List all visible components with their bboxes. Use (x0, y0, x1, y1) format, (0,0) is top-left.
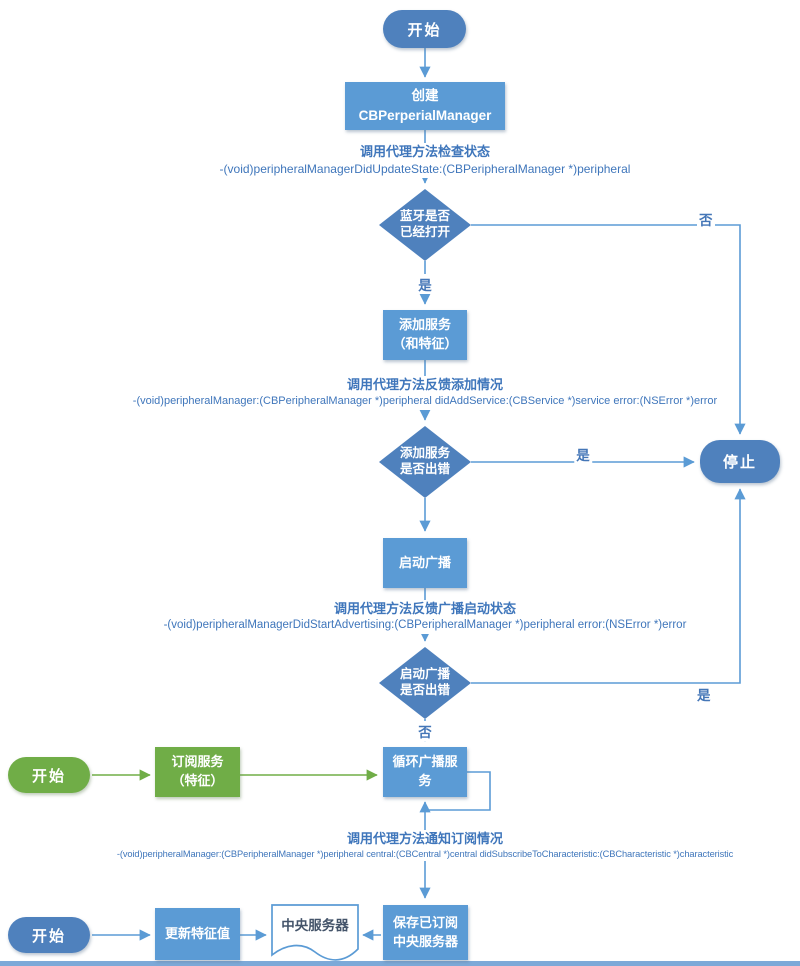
terminator-start-update: 开始 (8, 917, 90, 953)
node-label: 蓝牙是否 已经打开 (399, 209, 450, 239)
edge-label-yes: 是 (695, 684, 713, 704)
node-label: 开始 (31, 767, 66, 785)
annotation-code: -(void)peripheralManager:(CBPeripheralMa… (116, 848, 734, 859)
annotation-check-state: 调用代理方法检查状态 -(void)peripheralManagerDidUp… (214, 143, 636, 179)
connector-decision3-yes-to-stop (471, 488, 746, 684)
process-create-manager: 创建 CBPerperialManager (345, 82, 505, 130)
edge-label-no: 否 (416, 721, 434, 741)
node-label: 保存已订阅 中央服务器 (392, 914, 458, 949)
process-add-service: 添加服务 （和特征） (383, 310, 467, 360)
annotation-title: 调用代理方法反馈添加情况 (346, 377, 503, 392)
node-label: 添加服务 （和特征） (392, 317, 458, 351)
document-central-server: 中央服务器 (281, 918, 349, 933)
node-label: 创建 CBPerperialManager (358, 88, 492, 123)
process-update-characteristic: 更新特征值 (155, 908, 240, 960)
node-label: 启动广播 是否出错 (399, 667, 450, 697)
annotation-code: -(void)peripheralManagerDidUpdateState:(… (219, 161, 631, 176)
node-label: 启动广播 (398, 554, 451, 570)
process-start-advertising: 启动广播 (383, 538, 467, 588)
connector-decision1-no-to-stop (471, 224, 746, 435)
annotation-subscribe: 调用代理方法通知订阅情况 -(void)peripheralManager:(C… (111, 830, 739, 862)
node-label: 循环广播服务 (392, 754, 458, 788)
edge-label-yes: 是 (416, 274, 434, 294)
terminator-stop: 停止 (700, 440, 780, 483)
annotation-title: 调用代理方法反馈广播启动状态 (333, 601, 516, 616)
connector-loop-self (427, 771, 491, 811)
process-save-subscribed: 保存已订阅 中央服务器 (383, 905, 468, 960)
node-label: 添加服务 是否出错 (399, 446, 450, 476)
annotation-code: -(void)peripheralManager:(CBPeripheralMa… (132, 394, 718, 407)
terminator-start-top: 开始 (383, 10, 466, 48)
annotation-add-service: 调用代理方法反馈添加情况 -(void)peripheralManager:(C… (127, 376, 723, 410)
edge-label-yes: 是 (574, 444, 592, 464)
node-label: 开始 (407, 21, 442, 39)
process-loop-broadcast: 循环广播服务 (383, 747, 467, 797)
process-subscribe-service: 订阅服务 （特征） (155, 747, 240, 797)
node-label: 停止 (722, 454, 757, 471)
node-label: 订阅服务 （特征） (171, 754, 224, 788)
node-label: 更新特征值 (164, 925, 230, 941)
bottom-edge-strip (0, 961, 800, 966)
terminator-start-subscribe: 开始 (8, 757, 90, 793)
annotation-code: -(void)peripheralManagerDidStartAdvertis… (163, 618, 687, 631)
document-shape (271, 904, 359, 961)
edge-label-no: 否 (697, 209, 715, 229)
node-label: 开始 (31, 927, 66, 945)
annotation-title: 调用代理方法通知订阅情况 (346, 831, 503, 846)
annotation-start-advertising: 调用代理方法反馈广播启动状态 -(void)peripheralManagerD… (158, 600, 692, 635)
annotation-title: 调用代理方法检查状态 (359, 144, 491, 159)
document-outline (271, 904, 359, 961)
